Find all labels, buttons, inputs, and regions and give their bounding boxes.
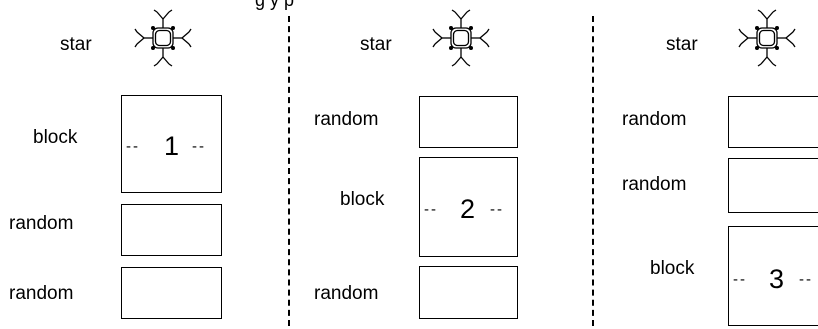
- star-label: star: [360, 34, 392, 55]
- random-box: [121, 267, 222, 319]
- block-box-1: -- 1 --: [121, 95, 222, 193]
- star-molecule-icon: [432, 9, 490, 67]
- dash-right: --: [799, 271, 813, 288]
- block-number: 2: [460, 194, 476, 224]
- block-box-3: -- 3 --: [728, 226, 818, 326]
- row-label-random: random: [314, 109, 379, 130]
- random-box: [728, 96, 818, 148]
- row-label-random: random: [9, 213, 74, 234]
- star-label: star: [60, 34, 92, 55]
- block-number: 3: [769, 264, 785, 294]
- block-number: 1: [164, 131, 180, 161]
- block-box-2: -- 2 --: [419, 157, 518, 257]
- dash-left: --: [733, 271, 747, 288]
- row-label-random: random: [314, 283, 379, 304]
- star-label: star: [666, 34, 698, 55]
- dash-right: --: [490, 201, 504, 218]
- column-divider: [288, 16, 290, 326]
- column-divider: [592, 16, 594, 326]
- random-box: [419, 266, 518, 319]
- row-label-block: block: [33, 127, 78, 148]
- random-box: [728, 158, 818, 213]
- dash-left: --: [126, 138, 140, 155]
- star-molecule-icon: [134, 9, 192, 67]
- random-box: [121, 204, 222, 256]
- dash-right: --: [192, 138, 206, 155]
- star-molecule-icon: [738, 9, 796, 67]
- row-label-random: random: [622, 174, 687, 195]
- row-label-block: block: [650, 258, 695, 279]
- row-label-random: random: [9, 283, 74, 304]
- top-cutoff-text: g y p: [255, 0, 295, 10]
- row-label-block: block: [340, 189, 385, 210]
- dash-left: --: [424, 201, 438, 218]
- row-label-random: random: [622, 109, 687, 130]
- random-box: [419, 96, 518, 148]
